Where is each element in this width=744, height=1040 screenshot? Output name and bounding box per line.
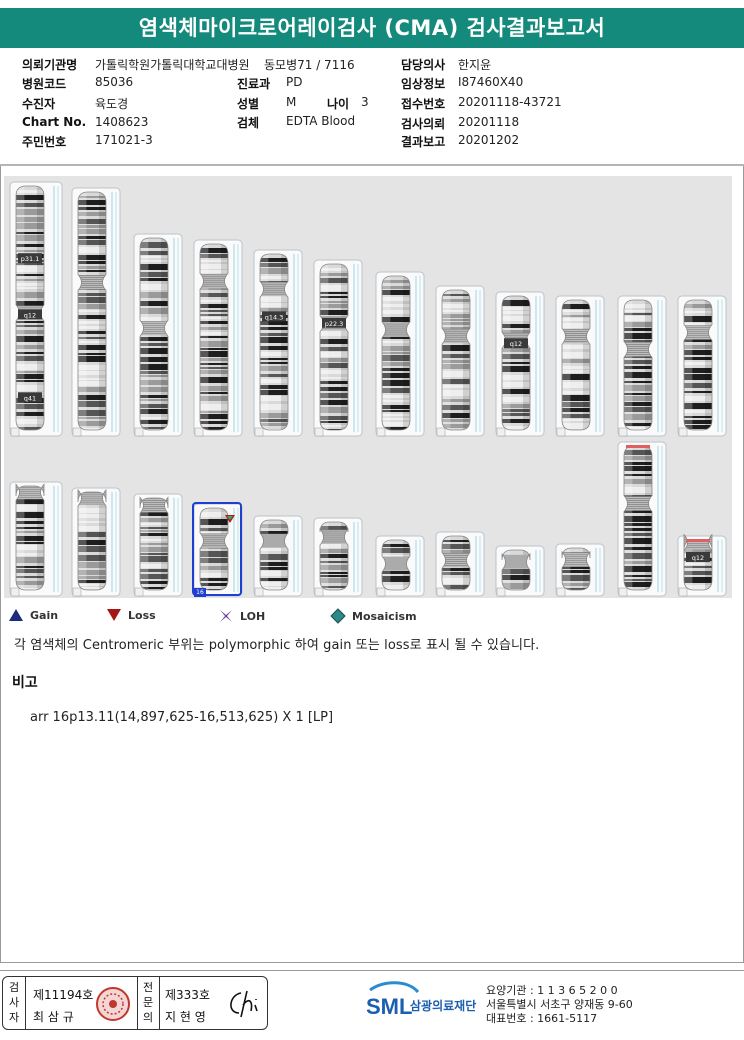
legend: Gain Loss LOH Mosaicism (8, 608, 728, 628)
band-label: q12 (510, 340, 522, 348)
chromosome-11 (616, 294, 668, 438)
gain-triangle-icon (9, 609, 23, 621)
organization-logo: SML 삼광의료재단 (364, 980, 482, 1028)
legend-item-mosaicism: Mosaicism (330, 608, 417, 624)
legend-item-gain: Gain (8, 608, 58, 622)
info-value: 20201118-43721 (458, 95, 562, 109)
info-value: 20201118 (458, 115, 520, 129)
org-full-name: 삼광의료재단 (410, 998, 476, 1013)
karyogram-panel: p31.1 q12 q41 q14.3 p22.3 q12 16 q12 (4, 176, 732, 598)
chromosome-20 (434, 530, 486, 598)
report-title: 염색체마이크로어레이검사 (CMA) 검사결과보고서 (0, 8, 744, 48)
chromosome-18 (312, 516, 364, 598)
band-label: q12 (692, 554, 704, 562)
info-value: 85036 (95, 75, 134, 89)
highlight-number-tag: 16 (194, 588, 206, 597)
info-value: 육도경 (95, 97, 129, 111)
chromosome-7 (374, 270, 426, 438)
info-label: 수진자 (22, 97, 56, 111)
chromosome-3 (132, 232, 184, 438)
info-value: M (286, 95, 297, 109)
info-label: 병원코드 (22, 77, 67, 91)
mosaicism-diamond-icon (330, 608, 346, 624)
info-value: PD (286, 75, 303, 89)
header-divider (0, 164, 744, 166)
chromosome-2 (70, 186, 122, 438)
centromeric-note: 각 염색체의 Centromeric 부위는 polymorphic 하여 ga… (14, 638, 540, 653)
info-label: 성별 (237, 97, 260, 111)
chromosome-y: q12 (676, 534, 728, 598)
examiner-seal-icon (96, 987, 130, 1021)
chromosome-4 (192, 238, 244, 438)
specialist-name: 지 현 영 (165, 1010, 206, 1024)
contact-info: 요양기관 : 1 1 3 6 5 2 0 0 서울특별시 서초구 양재동 9-6… (486, 984, 633, 1025)
chromosome-6: p22.3 (312, 258, 364, 438)
chromosome-x (616, 440, 668, 598)
band-label: q12 (24, 311, 36, 319)
info-value: EDTA Blood (286, 114, 356, 128)
chromosome-8 (434, 284, 486, 438)
info-label: Chart No. (22, 115, 87, 129)
info-value: 한지윤 (458, 58, 492, 72)
band-label: q41 (24, 394, 36, 402)
info-label: 임상정보 (401, 77, 446, 91)
info-label: 결과보고 (401, 135, 446, 149)
info-value: 171021-3 (95, 133, 153, 147)
loh-cross-icon (220, 610, 232, 622)
info-value: 가톨릭학원가톨릭대학교대병원 (95, 58, 250, 72)
info-value: 동모병71 / 7116 (264, 58, 355, 72)
band-label: q14.3 (265, 313, 284, 321)
chromosome-5: q14.3 (252, 248, 304, 438)
chromosome-16: 16 (192, 502, 244, 598)
info-label: 나이 (327, 97, 350, 111)
info-label: 진료과 (237, 77, 271, 91)
remarks-title: 비고 (12, 675, 38, 691)
footer-divider (0, 970, 744, 971)
chromosome-22 (554, 542, 606, 598)
info-label: 의뢰기관명 (22, 58, 78, 72)
chromosome-1: p31.1 q12 q41 (8, 180, 64, 438)
info-value: 20201202 (458, 133, 520, 147)
chromosome-17 (252, 514, 304, 598)
loss-marker-icon (225, 515, 235, 523)
patient-info: 의뢰기관명 가톨릭학원가톨릭대학교대병원 병원코드 85036 수진자 육도경 … (0, 56, 744, 152)
legend-item-loss: Loss (106, 608, 156, 622)
chromosome-14 (70, 486, 122, 598)
band-label: p31.1 (21, 255, 40, 263)
chromosome-12 (676, 294, 728, 438)
highlight-frame[interactable] (192, 502, 242, 596)
info-value: I87460X40 (458, 75, 524, 89)
chromosome-13 (8, 480, 64, 598)
chromosome-21 (494, 544, 546, 598)
chromosome-10 (554, 294, 606, 438)
band-label: p22.3 (325, 320, 344, 328)
specialist-number: 제333호 (165, 988, 210, 1002)
info-label: 검사의뢰 (401, 117, 446, 131)
legend-item-loh: LOH (218, 608, 265, 624)
info-label: 담당의사 (401, 58, 446, 72)
info-label: 주민번호 (22, 135, 67, 149)
examiner-number: 제11194호 (33, 988, 94, 1002)
info-value: 3 (361, 95, 369, 109)
examiner-name: 최 삼 규 (33, 1010, 74, 1024)
loss-triangle-icon (107, 609, 121, 621)
chromosome-15 (132, 492, 184, 598)
org-short-name: SML (366, 994, 412, 1019)
chromosome-19 (374, 534, 426, 598)
chromosome-9: q12 (494, 290, 546, 438)
info-label: 접수번호 (401, 97, 446, 111)
specialist-signature-icon (230, 990, 258, 1018)
info-value: 1408623 (95, 115, 149, 129)
info-label: 검체 (237, 116, 260, 130)
remarks-text: arr 16p13.11(14,897,625-16,513,625) X 1 … (30, 710, 334, 725)
